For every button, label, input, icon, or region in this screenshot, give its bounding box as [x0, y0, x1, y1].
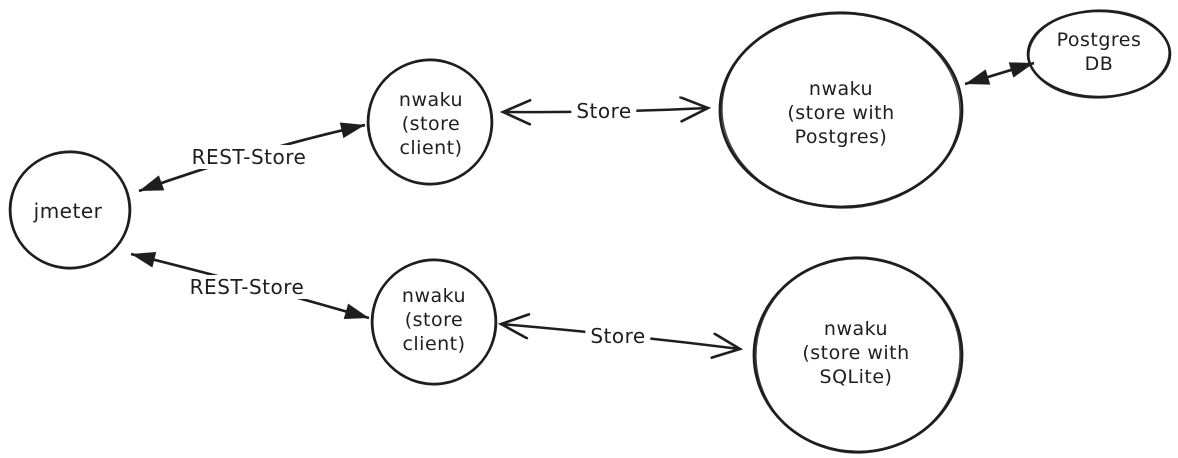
node-nwaku-store-sqlite — [752, 256, 964, 454]
edge-label-rest-store-bottom: REST-Store — [184, 275, 310, 299]
edge-label-store-bottom: Store — [585, 324, 651, 348]
edge-label-rest-store-top: REST-Store — [186, 145, 312, 169]
node-label-nwaku-store-postgres: nwaku (store with Postgres) — [787, 78, 895, 148]
node-nwaku-store-client-bottom — [370, 258, 498, 386]
node-label-nwaku-store-client-bottom: nwaku (store client) — [401, 285, 467, 355]
node-nwaku-store-client-top — [366, 58, 494, 186]
node-label-postgres-db: Postgres DB — [1056, 29, 1142, 75]
node-label-jmeter: jmeter — [33, 199, 103, 223]
node-label-nwaku-store-client-top: nwaku (store client) — [398, 89, 464, 159]
node-nwaku-store-postgres — [718, 11, 964, 209]
edge-postgres-db-link — [964, 61, 1035, 86]
node-jmeter — [8, 150, 132, 270]
node-label-nwaku-store-sqlite: nwaku (store with SQLite) — [802, 318, 910, 388]
edge-label-store-top: Store — [571, 99, 637, 123]
node-postgres-db — [1026, 9, 1172, 99]
